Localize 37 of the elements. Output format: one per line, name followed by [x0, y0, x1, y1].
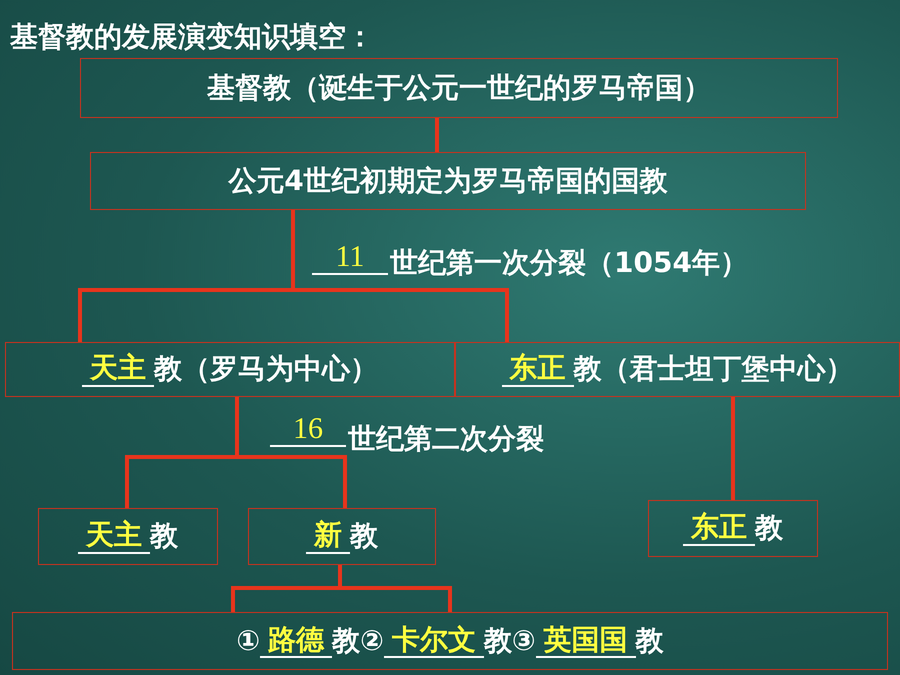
answer-blank: 路德: [260, 624, 332, 658]
text-box: [80, 58, 838, 118]
answer-blank: 东正: [683, 511, 755, 546]
answer-blank: 11: [312, 240, 388, 275]
box-text: 教②: [332, 624, 384, 658]
connector-line: [231, 563, 452, 614]
connector-line: [435, 118, 439, 152]
split-label: 世纪第一次分裂（1054年）: [390, 245, 748, 281]
text-box: [248, 508, 436, 565]
answer-blank: 卡尔文: [384, 624, 484, 658]
text-box: [5, 342, 455, 397]
text-box: [455, 342, 900, 397]
box-text: 教: [150, 520, 178, 553]
box-text: 教③: [484, 624, 536, 658]
box-text: ①: [236, 624, 260, 658]
box-text: 基督教（诞生于公元一世纪的罗马帝国）: [207, 72, 711, 104]
answer-blank: 天主: [82, 352, 154, 387]
answer-blank: 16: [270, 412, 346, 447]
answer-blank: 天主: [78, 519, 150, 554]
box-text: 教: [636, 624, 664, 658]
box-text: 教（君士坦丁堡中心）: [574, 353, 854, 386]
connector-line: [731, 397, 735, 500]
box-text: 教: [755, 512, 783, 545]
box-text: 教: [350, 520, 378, 553]
answer-blank: 新: [306, 519, 350, 554]
connector-line: [291, 210, 509, 342]
text-box: [648, 500, 818, 557]
split-label: 世纪第二次分裂: [348, 421, 544, 457]
answer-blank: 东正: [502, 352, 574, 387]
text-box: [38, 508, 218, 565]
text-box: [12, 612, 888, 670]
box-text: 公元4世纪初期定为罗马帝国的国教: [228, 164, 668, 198]
box-text: 教（罗马为中心）: [154, 353, 378, 386]
text-box: [90, 152, 806, 210]
answer-blank: 英国国: [536, 624, 636, 658]
connector-line: [235, 397, 347, 508]
title: 基督教的发展演变知识填空：: [10, 19, 374, 55]
